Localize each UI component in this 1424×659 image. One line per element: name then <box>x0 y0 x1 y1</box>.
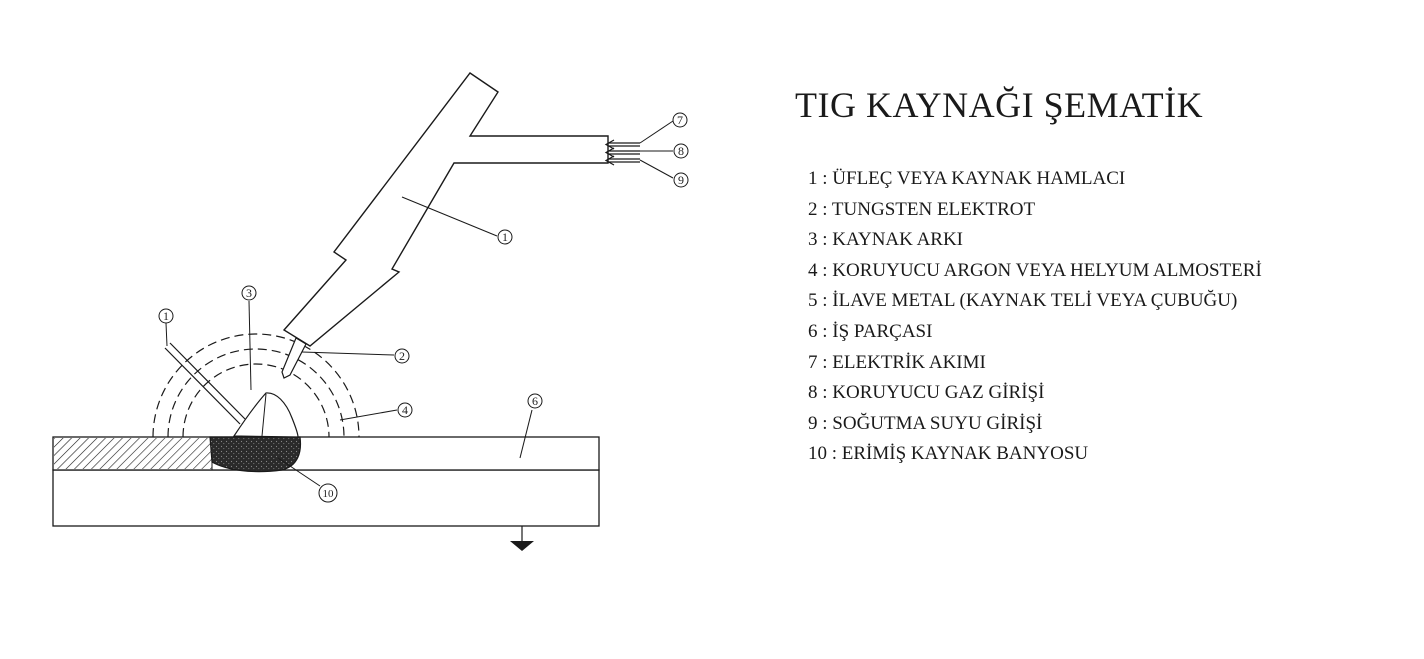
callout-1-filler: 1 <box>158 308 174 347</box>
workpiece <box>52 436 600 527</box>
svg-text:6: 6 <box>532 394 538 408</box>
legend-item-3: 3 : KAYNAK ARKI <box>808 229 964 251</box>
svg-text:2: 2 <box>399 349 405 363</box>
callout-10: 10 <box>318 483 338 503</box>
svg-text:10: 10 <box>323 488 335 500</box>
water-inlet-arrow <box>604 155 640 166</box>
welding-arc <box>232 392 299 438</box>
callout-8: 8 <box>673 143 689 159</box>
legend-item-9: 9 : SOĞUTMA SUYU GİRİŞİ <box>808 412 1043 434</box>
svg-text:9: 9 <box>678 173 684 187</box>
callout-4: 4 <box>397 402 413 418</box>
weld-bead-hatched <box>54 438 212 469</box>
svg-text:7: 7 <box>677 113 683 127</box>
legend-item-4: 4 : KORUYUCU ARGON VEYA HELYUM ALMOSTERİ <box>808 259 1262 281</box>
legend-item-8: 8 : KORUYUCU GAZ GİRİŞİ <box>808 382 1045 404</box>
svg-text:3: 3 <box>246 286 252 300</box>
ground-symbol <box>510 526 534 551</box>
legend-item-7: 7 : ELEKTRİK AKIMI <box>808 351 986 373</box>
callout-3: 3 <box>241 285 257 301</box>
svg-text:1: 1 <box>502 230 508 244</box>
shielding-gas-envelope <box>152 333 360 438</box>
legend-list: 1 : ÜFLEÇ VEYA KAYNAK HAMLACI 2 : TUNGST… <box>808 164 1262 470</box>
legend-item-6: 6 : İŞ PARÇASI <box>808 320 933 342</box>
svg-text:4: 4 <box>402 403 408 417</box>
torch-body <box>282 72 609 347</box>
leader-lines <box>248 120 674 487</box>
tig-welding-diagram: 7 8 9 1 2 3 1 4 6 10 <box>52 72 689 551</box>
legend-item-5: 5 : İLAVE METAL (KAYNAK TELİ VEYA ÇUBUĞU… <box>808 290 1238 312</box>
svg-text:8: 8 <box>678 144 684 158</box>
molten-weld-pool <box>209 436 302 473</box>
legend-item-2: 2 : TUNGSTEN ELEKTROT <box>808 198 1036 220</box>
callout-1-torch: 1 <box>497 229 513 245</box>
gas-inlet-arrow <box>604 147 640 158</box>
filler-rod <box>164 342 246 425</box>
legend-item-10: 10 : ERİMİŞ KAYNAK BANYOSU <box>808 443 1089 465</box>
tungsten-electrode <box>281 337 307 379</box>
inlet-arrows <box>604 139 640 166</box>
callout-6: 6 <box>527 393 543 409</box>
diagram-title: TIG KAYNAĞI ŞEMATİK <box>795 85 1204 125</box>
callout-9: 9 <box>673 172 689 188</box>
callout-7: 7 <box>672 112 688 128</box>
callout-2: 2 <box>394 348 410 364</box>
current-inlet-arrow <box>604 139 640 150</box>
legend-item-1: 1 : ÜFLEÇ VEYA KAYNAK HAMLACI <box>808 168 1126 189</box>
svg-text:1: 1 <box>163 309 169 323</box>
